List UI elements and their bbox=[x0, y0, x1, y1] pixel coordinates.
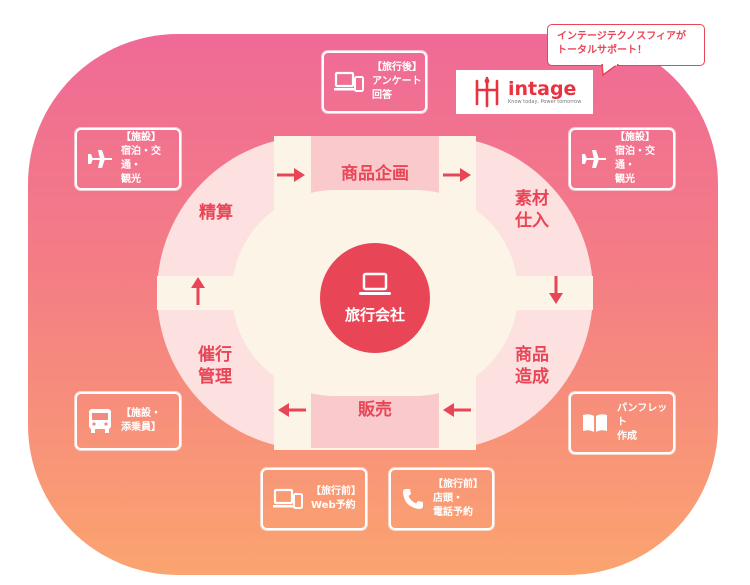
process-settlement: 精算 bbox=[199, 203, 233, 223]
laptop-icon bbox=[359, 272, 391, 295]
bus-icon bbox=[89, 409, 111, 433]
arrow-left-bottom-left bbox=[278, 403, 306, 417]
logo-tagline: Know today, Power tomorrow bbox=[508, 99, 582, 105]
card-after-trip-survey: 【旅行後】 アンケート 回答 bbox=[322, 51, 427, 113]
process-procurement-line2: 仕入 bbox=[515, 211, 549, 231]
process-planning: 商品企画 bbox=[341, 163, 409, 184]
process-product-build: 商品 造成 bbox=[508, 344, 556, 388]
card-facility-left-line3: 観光 bbox=[121, 174, 141, 185]
process-product-build-line1: 商品 bbox=[515, 345, 549, 365]
card-facility-right-line2: 宿泊・交通・ bbox=[615, 146, 655, 171]
devices-icon bbox=[273, 488, 303, 509]
card-facility-left: 【施設】 宿泊・交通・ 観光 bbox=[75, 128, 181, 190]
card-facility-right: 【施設】 宿泊・交通・ 観光 bbox=[569, 128, 675, 190]
card-pamphlet-line2: 作成 bbox=[617, 431, 637, 442]
card-facility-left-line2: 宿泊・交通・ bbox=[121, 146, 161, 171]
arrow-right-top-right bbox=[443, 168, 471, 182]
process-tour-management-line1: 催行 bbox=[198, 345, 232, 365]
card-pamphlet: パンフレット 作成 bbox=[569, 392, 675, 454]
process-tour-management-line2: 管理 bbox=[198, 367, 232, 387]
process-procurement-line1: 素材 bbox=[515, 189, 549, 209]
intage-logo: intage Know today, Power tomorrow bbox=[456, 70, 593, 114]
bubble-line1: インテージテクノスフィアが bbox=[557, 31, 686, 42]
logo-word: intage bbox=[508, 78, 577, 100]
card-web-booking: 【旅行前】 Web予約 bbox=[261, 468, 367, 530]
card-bus-line2: 添乗員】 bbox=[121, 422, 161, 433]
card-facility-left-line1: 【施設】 bbox=[121, 132, 161, 143]
process-sales: 販売 bbox=[358, 400, 392, 420]
process-procurement: 素材 仕入 bbox=[508, 188, 556, 232]
card-bus-staff: 【施設・ 添乗員】 bbox=[75, 392, 181, 450]
center-label: 旅行会社 bbox=[344, 305, 405, 324]
phone-icon bbox=[403, 489, 423, 509]
book-icon bbox=[583, 414, 607, 432]
card-phone-line3: 電話予約 bbox=[433, 507, 473, 518]
process-product-build-line2: 造成 bbox=[515, 367, 549, 387]
bubble-line2: トータルサポート！ bbox=[557, 45, 647, 56]
card-web-line2: Web予約 bbox=[311, 500, 356, 511]
card-phone-line2: 店頭・ bbox=[433, 493, 463, 504]
card-bus-line1: 【施設・ bbox=[121, 408, 161, 419]
airplane-icon bbox=[582, 150, 606, 168]
arrow-down-right bbox=[549, 276, 563, 304]
card-after-trip-line3: 回答 bbox=[372, 90, 392, 101]
devices-icon bbox=[334, 71, 364, 92]
process-tour-management: 催行 管理 bbox=[191, 344, 239, 388]
arrow-up-left bbox=[191, 277, 205, 305]
card-facility-right-line1: 【施設】 bbox=[615, 132, 655, 143]
card-after-trip-line2: アンケート bbox=[372, 76, 422, 87]
airplane-icon bbox=[88, 150, 112, 168]
card-web-line1: 【旅行前】 bbox=[311, 486, 361, 497]
arrow-left-bottom-right bbox=[443, 403, 471, 417]
card-pamphlet-line1: パンフレット bbox=[617, 403, 668, 428]
card-after-trip-line1: 【旅行後】 bbox=[372, 62, 422, 73]
card-phone-booking: 【旅行前】 店頭・ 電話予約 bbox=[389, 468, 494, 530]
bubble-tail bbox=[601, 64, 620, 76]
card-facility-right-line3: 観光 bbox=[615, 174, 635, 185]
center-circle: 旅行会社 bbox=[320, 243, 430, 353]
support-bubble: インテージテクノスフィアが トータルサポート！ bbox=[547, 24, 705, 66]
arrow-right-top-left bbox=[277, 168, 305, 182]
card-phone-line1: 【旅行前】 bbox=[433, 479, 483, 490]
intage-symbol-icon bbox=[475, 76, 499, 108]
